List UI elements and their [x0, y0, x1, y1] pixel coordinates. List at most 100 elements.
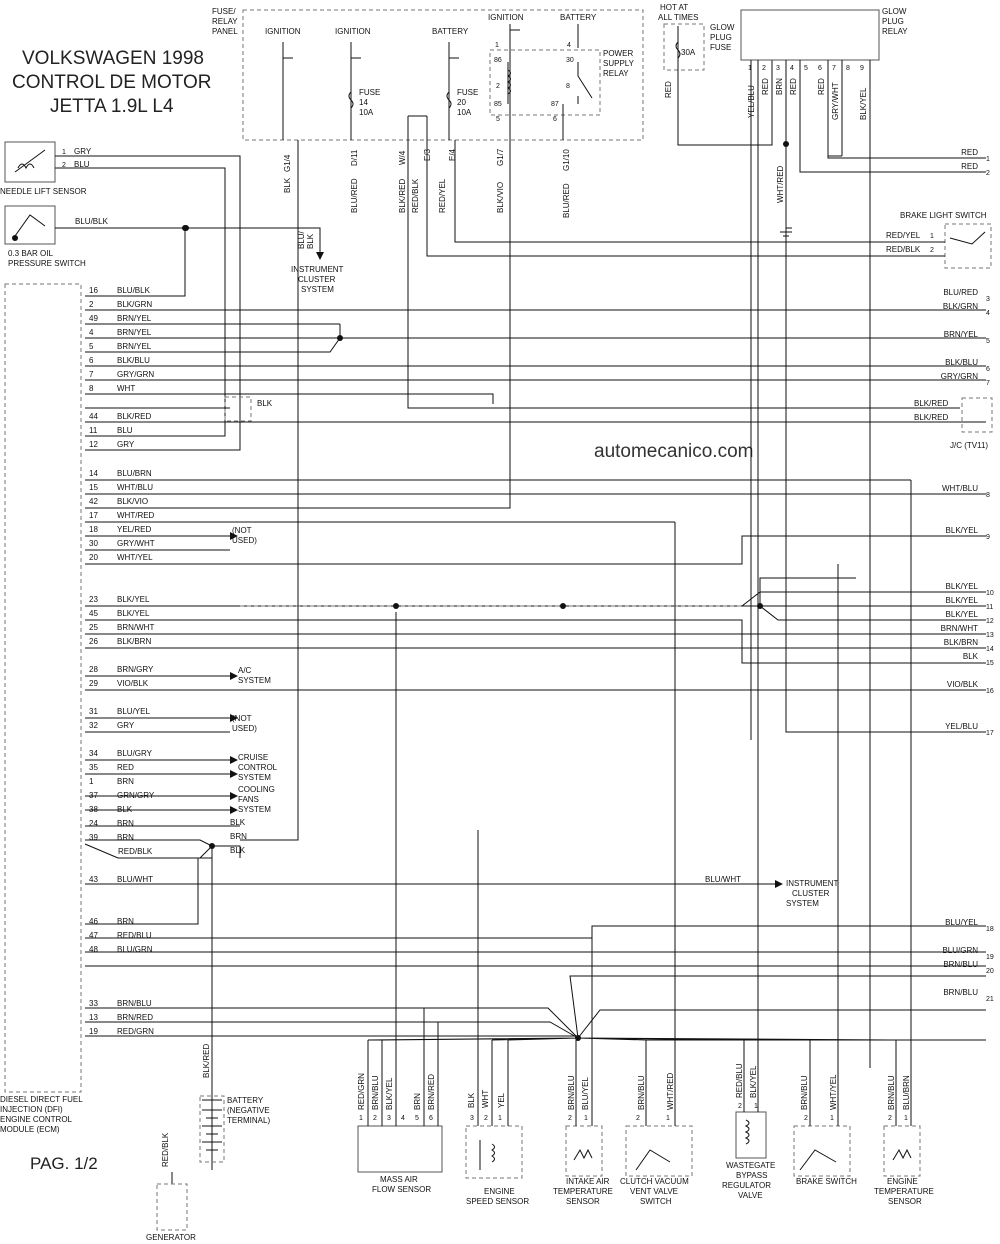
fuse-wires: [348, 58, 452, 140]
splice-brnyel: [337, 335, 343, 341]
ecm-pin-17: 17: [89, 511, 98, 520]
relay-source-stubs: [509, 24, 579, 48]
brake-switch-wires: [799, 564, 839, 1171]
fuse14-label: FUSE: [359, 88, 380, 97]
ect-wire-1: BRN/BLU: [887, 1075, 896, 1110]
needle-wires: [55, 155, 241, 451]
right-wire-10: BLK/YEL: [946, 582, 979, 591]
term-g14: G1/4: [283, 154, 292, 172]
note-fans-1: COOLING: [238, 785, 275, 794]
ecm-pin-34: 34: [89, 749, 98, 758]
ect-label-1: ENGINE: [887, 1177, 918, 1186]
right-num-4: 4: [986, 310, 990, 317]
ecm-pin-wire-6: BLK/BLU: [117, 356, 150, 365]
note-fans-2: FANS: [238, 795, 259, 804]
ecm-pin-6: 6: [89, 356, 94, 365]
ecm-pin-wire-2: BLK/GRN: [117, 300, 152, 309]
needle-pin-2: 2: [62, 162, 66, 169]
ecm-pin-wire-25: BRN/WHT: [117, 623, 154, 632]
ecm-pin-47: 47: [89, 931, 98, 940]
needle-pin-1: 1: [62, 149, 66, 156]
svg-text:1: 1: [498, 1115, 502, 1122]
ecm-arrows: [230, 532, 783, 888]
ecm-pin-14: 14: [89, 469, 98, 478]
clutch-wire-2: WHT/RED: [666, 1072, 675, 1110]
iat-pin-2: 2: [568, 1115, 572, 1122]
ecm-pin-wire-4: BRN/YEL: [117, 328, 152, 337]
svg-text:2: 2: [484, 1115, 488, 1122]
svg-text:2: 2: [762, 65, 766, 72]
right-num-12: 12: [986, 618, 994, 625]
svg-text:4: 4: [401, 1115, 405, 1122]
relay-pin-86: 86: [494, 57, 502, 64]
clutch-pin-2: 2: [636, 1115, 640, 1122]
splice-ground: [209, 843, 215, 849]
ecm-pin-11: 11: [89, 426, 98, 435]
ecm-pin-wire-32: GRY: [117, 721, 135, 730]
instrument-low-1: INSTRUMENT: [786, 879, 839, 888]
speed-sensor-wires: [477, 830, 509, 1126]
iat-wire-2: BLU/YEL: [581, 1077, 590, 1110]
note-brn: BRN: [230, 832, 247, 841]
jc-wire-2: BLK/RED: [914, 413, 948, 422]
relay-mid-pin-8: 8: [566, 83, 570, 90]
ecm-pin-30: 30: [89, 539, 98, 548]
ecm-pin-2: 2: [89, 300, 94, 309]
right-wire-4: BLK/GRN: [943, 302, 978, 311]
glow-fuse-element: [675, 26, 681, 68]
relay-mid-pin-2: 2: [496, 83, 500, 90]
wire-e4: RED/YEL: [438, 178, 447, 213]
ecm-pin-33: 33: [89, 999, 98, 1008]
right-wire-18: BLU/YEL: [945, 918, 978, 927]
ecm-pin-wire-49: BRN/YEL: [117, 314, 152, 323]
glow-fuse-to-relay: [677, 60, 773, 146]
glow-plug-fuse-box: [663, 23, 705, 71]
svg-text:5: 5: [804, 65, 808, 72]
brake-switch-pin-1: 1: [830, 1115, 834, 1122]
maf-wire-5: BRN: [413, 1093, 422, 1110]
right-wire-7: GRY/GRN: [941, 372, 978, 381]
ecm-pin-32: 32: [89, 721, 98, 730]
relay-switch: [577, 62, 593, 104]
term-g17: G1/7: [496, 148, 505, 166]
brake-light-contact: [949, 231, 986, 245]
ecm-shield-splice: [224, 396, 252, 422]
splice-blkyel-2: [560, 603, 566, 609]
right-num-15: 15: [986, 660, 994, 667]
ecm-pin-48: 48: [89, 945, 98, 954]
ecm-pin-5: 5: [89, 342, 94, 351]
glow-relay-label-2: PLUG: [882, 17, 904, 26]
ecm-pin-wire-28: BRN/GRY: [117, 665, 154, 674]
fuse-relay-panel-box: [242, 9, 644, 141]
fuse14-num: 14: [359, 98, 368, 107]
wastegate-box: [735, 1111, 767, 1159]
right-num-7: 7: [986, 380, 990, 387]
glow-ground-wire: WHT/RED: [776, 165, 785, 203]
svg-text:1: 1: [748, 65, 752, 72]
ecm-wires-g: [85, 858, 986, 1039]
generator-label: GENERATOR: [146, 1233, 196, 1242]
instrument-top-wire-1: BLU/: [297, 230, 306, 249]
ecm-pin-7: 7: [89, 370, 94, 379]
right-num-17: 17: [986, 730, 994, 737]
ecm-pin-wire-42: BLK/VIO: [117, 497, 148, 506]
ect-wires: [892, 480, 912, 1161]
ecm-label-1: DIESEL DIRECT FUEL: [0, 1095, 83, 1104]
maf-sensor-box: [357, 1125, 443, 1173]
right-num-16: 16: [986, 688, 994, 695]
brake-switch-wire-1: BRN/BLU: [800, 1075, 809, 1110]
ecm-pin-wire-26: BLK/BRN: [117, 637, 151, 646]
glow-wire-grywht: GRY/WHT: [831, 82, 840, 120]
fuse20-label: FUSE: [457, 88, 478, 97]
fuse-panel-label-2: RELAY: [212, 17, 238, 26]
svg-text:3: 3: [470, 1115, 474, 1122]
ecm-pin-43: 43: [89, 875, 98, 884]
glow-wire-red-4: RED: [789, 78, 798, 95]
wastegate-pin-1: 1: [754, 1103, 758, 1110]
needle-lift-coil: [14, 149, 46, 173]
note-fans-3: SYSTEM: [238, 805, 271, 814]
speed-label-1: ENGINE: [484, 1187, 515, 1196]
oil-switch-wires: [55, 227, 321, 297]
ecm-pin-wire-23: BLK/YEL: [117, 595, 150, 604]
sensor-bus: [367, 925, 986, 1041]
